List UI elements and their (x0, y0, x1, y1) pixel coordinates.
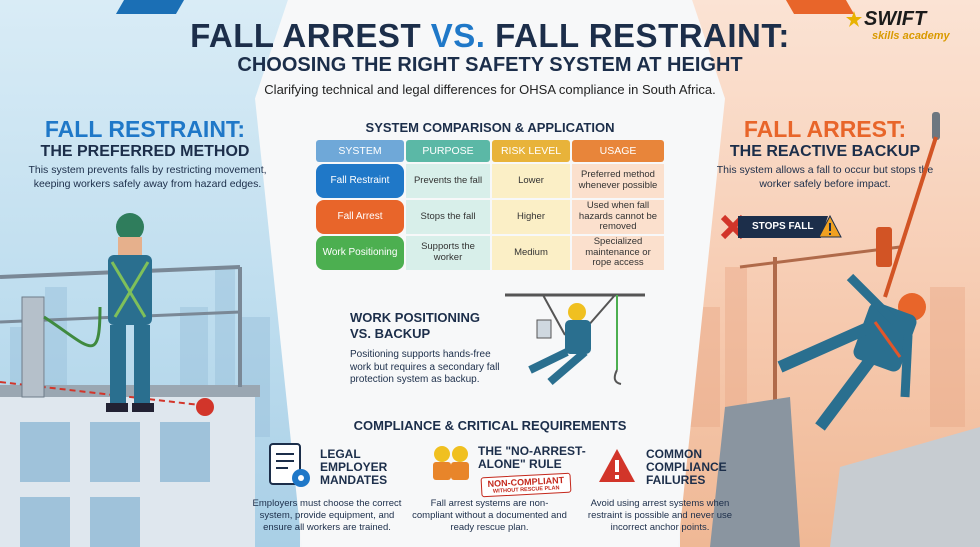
work-positioning-title: WORK POSITIONING VS. BACKUP (350, 310, 510, 341)
main-title: FALL ARREST VS. FALL RESTRAINT: (0, 17, 980, 55)
restraint-description: This system prevents falls by restrictin… (28, 164, 267, 190)
row-purpose: Stops the fall (406, 200, 490, 234)
row-usage: Preferred method whenever possible (572, 164, 664, 198)
header-purpose: PURPOSE (406, 140, 490, 162)
decor-stripe (785, 0, 855, 14)
failures-title-line2: COMPLIANCE (646, 460, 727, 475)
wp-title-line2: VS. BACKUP (350, 325, 431, 341)
arrest-heading: FALL ARREST: (743, 116, 907, 142)
row-risk: Lower (492, 164, 570, 198)
center-panel (255, 0, 725, 547)
title-vs: VS. (430, 17, 486, 54)
compliance-title: COMPLIANCE & CRITICAL REQUIREMENTS (353, 418, 627, 433)
no-arrest-alone-title: THE "NO-ARREST- ALONE" RULE (478, 444, 586, 472)
restraint-worker-illustration (0, 213, 260, 547)
table-row: Fall Arrest Stops the fall Higher Used w… (316, 200, 664, 234)
workers-icon (433, 446, 469, 480)
comparison-table: SYSTEM PURPOSE RISK LEVEL USAGE Fall Res… (316, 140, 664, 270)
row-risk: Higher (492, 200, 570, 234)
table-header-row: SYSTEM PURPOSE RISK LEVEL USAGE (316, 140, 664, 162)
legal-mandates-title: LEGAL EMPLOYER MANDATES (320, 447, 388, 488)
compliance-failures-body: Avoid using arrest systems when restrain… (587, 498, 733, 533)
legal-title-line3: MANDATES (320, 473, 388, 488)
failures-title-line3: FAILURES (646, 473, 706, 488)
work-positioning-illustration (505, 293, 645, 386)
header-risk-level: RISK LEVEL (492, 140, 570, 162)
comparison-title: SYSTEM COMPARISON & APPLICATION (365, 120, 615, 135)
row-system-label: Fall Restraint (316, 164, 404, 198)
table-row: Work Positioning Supports the worker Med… (316, 236, 664, 270)
title-line-2: CHOOSING THE RIGHT SAFETY SYSTEM AT HEIG… (237, 54, 743, 76)
rule-title-line2: ALONE" RULE (478, 457, 562, 472)
subtitle: Clarifying technical and legal differenc… (264, 82, 716, 97)
table-row: Fall Restraint Prevents the fall Lower P… (316, 164, 664, 198)
row-purpose: Supports the worker (406, 236, 490, 270)
wp-title-line1: WORK POSITIONING (350, 310, 480, 325)
legal-title-line1: LEGAL (320, 447, 361, 461)
arrest-description: This system allows a fall to occur but s… (716, 164, 934, 190)
title-fall-restraint: FALL RESTRAINT: (495, 17, 790, 54)
restraint-subheading: THE PREFERRED METHOD (40, 143, 250, 160)
logo-brand: SWIFT (864, 8, 927, 30)
work-positioning-description: Positioning supports hands-free work but… (350, 349, 500, 385)
arrest-worker-illustration (710, 112, 980, 547)
alert-icon (599, 449, 635, 482)
row-risk: Medium (492, 236, 570, 270)
header-system: SYSTEM (316, 140, 404, 162)
legal-mandates-body: Employers must choose the correct system… (252, 498, 402, 533)
decor-stripe (115, 0, 185, 14)
document-gear-icon (269, 443, 310, 487)
legal-title-line2: EMPLOYER (320, 460, 388, 475)
skyline-building (725, 267, 747, 427)
warning-icon (818, 214, 842, 238)
restraint-heading: FALL RESTRAINT: (44, 116, 246, 142)
title-fall-arrest: FALL ARREST (190, 17, 422, 54)
skyline-building (930, 287, 965, 427)
failures-title-line1: COMMON (646, 447, 702, 461)
row-usage: Specialized maintenance or rope access (572, 236, 664, 270)
logo-tagline: skills academy (872, 30, 950, 42)
compliance-failures-title: COMMON COMPLIANCE FAILURES (646, 447, 727, 488)
stops-fall-label: STOPS FALL (738, 216, 828, 238)
row-usage: Used when fall hazards cannot be removed (572, 200, 664, 234)
arrest-subheading: THE REACTIVE BACKUP (729, 143, 921, 160)
no-arrest-alone-body: Fall arrest systems are non-compliant wi… (412, 498, 567, 533)
logo: SWIFT skills academy (846, 8, 976, 44)
row-system-label: Fall Arrest (316, 200, 404, 234)
stops-fall-badge: STOPS FALL (720, 212, 845, 242)
header-usage: USAGE (572, 140, 664, 162)
row-purpose: Prevents the fall (406, 164, 490, 198)
rule-title-line1: THE "NO-ARREST- (478, 444, 586, 458)
row-system-label: Work Positioning (316, 236, 404, 270)
logo-star-icon (846, 11, 862, 27)
